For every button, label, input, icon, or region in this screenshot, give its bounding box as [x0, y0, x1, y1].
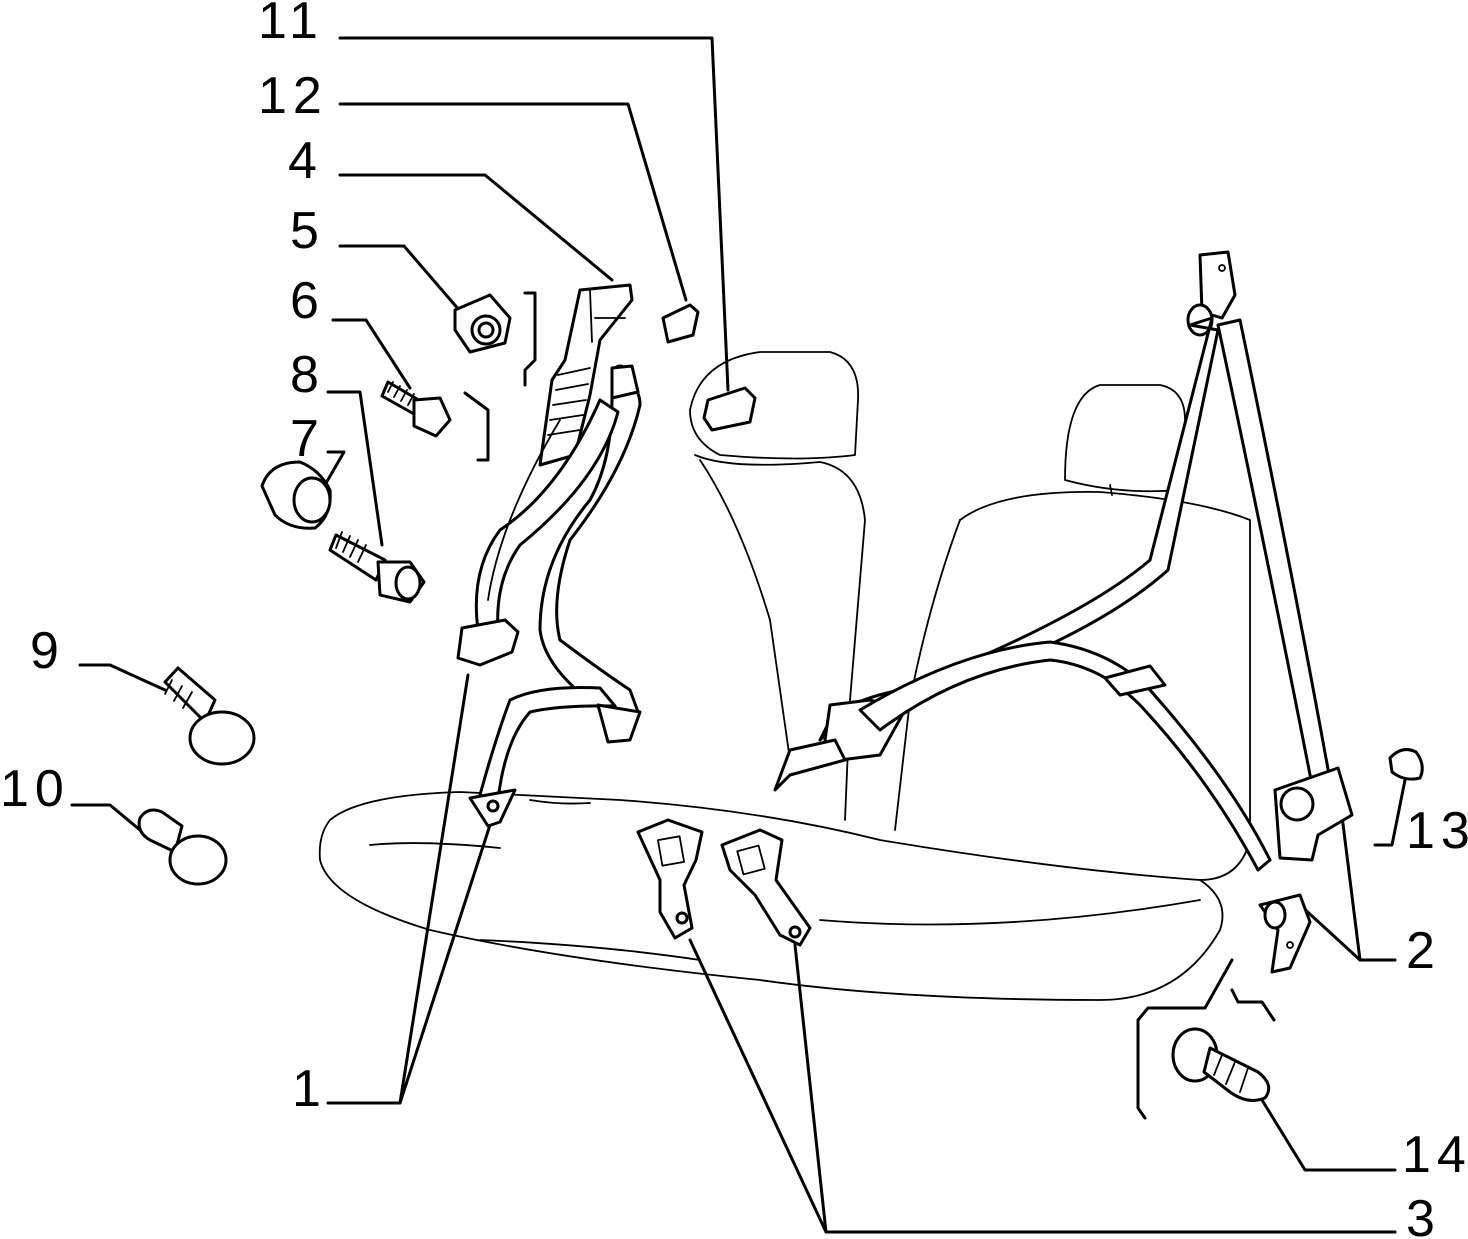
- leader-8: [326, 390, 384, 547]
- leader-11: [338, 36, 730, 392]
- cap-13: [1388, 748, 1424, 781]
- upper-anchor-right: [1198, 250, 1237, 320]
- leader-2b: [1338, 798, 1362, 962]
- cover-clip-12: [661, 303, 700, 344]
- leader-4: [338, 173, 614, 282]
- callout-13: 13: [1406, 802, 1468, 860]
- webbing-slider: [1103, 664, 1167, 697]
- leader-7: [320, 450, 346, 492]
- callout-6: 6: [290, 272, 325, 330]
- buckle-right: [720, 828, 812, 947]
- leader-1a: [326, 673, 470, 1105]
- buckles: [636, 818, 812, 947]
- webbing-guide: [456, 618, 520, 667]
- vertical-webbing-right: [1216, 318, 1332, 787]
- right-belt-assembly: [773, 250, 1354, 974]
- callout-1: 1: [292, 1060, 327, 1118]
- bolt-6-head: [412, 396, 452, 438]
- front-seat-outline: [318, 351, 1224, 1001]
- callout-14: 14: [1402, 1126, 1468, 1184]
- callout-11: 11: [258, 0, 324, 50]
- leader-9: [78, 663, 167, 692]
- leader-13: [1373, 778, 1407, 847]
- callout-8: 8: [290, 346, 325, 404]
- lower-anchor-hole: [486, 799, 500, 813]
- callout-10: 10: [0, 760, 70, 818]
- leader-lines: [70, 36, 1407, 1234]
- leader-1b: [398, 823, 492, 1105]
- callout-7: 7: [290, 410, 325, 468]
- callout-12: 12: [258, 67, 328, 125]
- leader-2a: [1298, 903, 1397, 962]
- plug-10-head: [168, 834, 228, 886]
- leader-12: [338, 102, 688, 302]
- leader-3b: [793, 943, 828, 1234]
- buckle-left: [636, 818, 704, 940]
- cover-cap-11: [702, 386, 757, 432]
- retractor: [538, 283, 634, 467]
- lap-webbing-right: [858, 640, 1272, 872]
- left-belt-assembly: [456, 283, 642, 828]
- bracket-marks: [463, 291, 1276, 1120]
- tongue-plate-right: [773, 738, 847, 792]
- push-clip-9-head: [188, 710, 256, 766]
- leader-5: [338, 244, 468, 320]
- callout-5: 5: [290, 202, 325, 260]
- bolt-8-shank: [328, 533, 387, 582]
- leader-10: [70, 803, 142, 832]
- tongue-plate: [596, 703, 642, 744]
- callout-9: 9: [30, 622, 65, 680]
- leader-14: [1260, 1098, 1397, 1172]
- lower-strap: [478, 686, 617, 802]
- upper-anchor: [610, 364, 640, 400]
- leader-6: [331, 318, 412, 390]
- plug-10-body: [137, 808, 184, 854]
- callout-2: 2: [1406, 922, 1441, 980]
- small-parts: [137, 293, 1424, 1102]
- callout-3: 3: [1406, 1190, 1441, 1239]
- callout-4: 4: [288, 132, 323, 190]
